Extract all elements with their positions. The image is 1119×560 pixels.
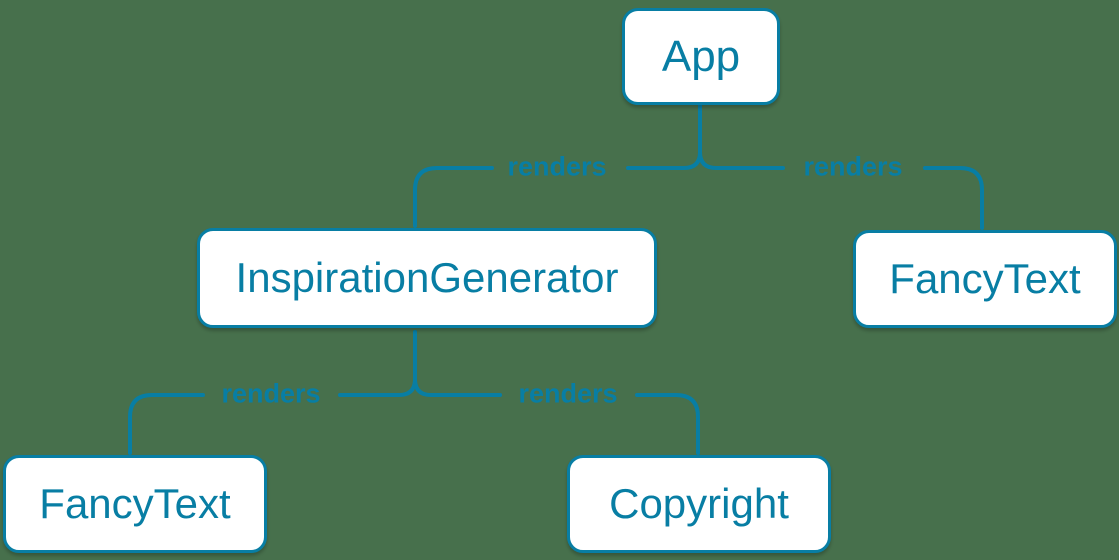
edge-inspiration-copyright — [413, 330, 700, 455]
node-app: App — [622, 8, 780, 105]
edge-label-renders: renders — [221, 378, 321, 409]
edge-label-renders: renders — [518, 378, 618, 409]
node-copyright: Copyright — [567, 455, 831, 553]
edge-label-renders: renders — [507, 151, 607, 182]
edge-label-renders: renders — [803, 151, 903, 182]
node-fancytext-top: FancyText — [853, 230, 1117, 328]
node-inspiration-generator: InspirationGenerator — [197, 228, 657, 328]
node-fancytext-bottom: FancyText — [3, 455, 267, 553]
edge-app-fancytext — [698, 102, 984, 230]
